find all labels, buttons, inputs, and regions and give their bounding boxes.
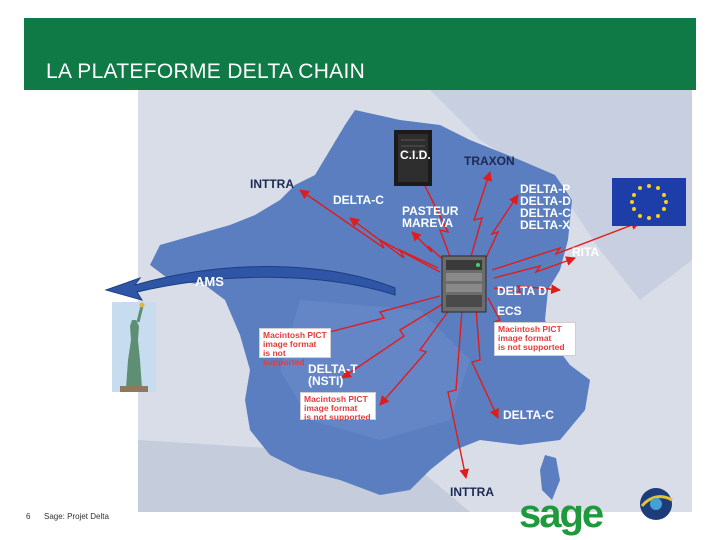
page-title: LA PLATEFORME DELTA CHAIN [46,60,365,84]
label-delta-x: DELTA-X [520,220,570,231]
label-delta-d: DELTA D [497,286,547,297]
statue-of-liberty-icon [112,302,156,392]
label-rita: RITA [572,247,599,258]
sage-logo: sage [519,494,602,534]
label-delta-c-top: DELTA-C [333,195,384,206]
footer-text: Sage: Projet Delta [44,512,109,521]
page-number: 6 [26,512,30,521]
pict-placeholder-left: Macintosh PICT image format is not suppo… [259,328,331,358]
label-mareva: MAREVA [402,218,453,229]
pict-placeholder-bottom: Macintosh PICT image format is not suppo… [300,392,376,420]
label-ecs: ECS [497,306,522,317]
pict-placeholder-right: Macintosh PICT image format is not suppo… [494,322,576,356]
federation-logo [640,488,672,520]
label-ams: AMS [195,276,224,287]
server-icon [442,256,486,312]
label-traxon: TRAXON [464,156,515,167]
eu-flag-icon [612,178,686,226]
label-inttra-top: INTTRA [250,179,294,190]
label-nsti: (NSTI) [308,376,343,387]
label-inttra-bottom: INTTRA [450,487,494,498]
label-delta-c-bottom: DELTA-C [503,410,554,421]
label-cid: C.I.D. [400,150,431,161]
